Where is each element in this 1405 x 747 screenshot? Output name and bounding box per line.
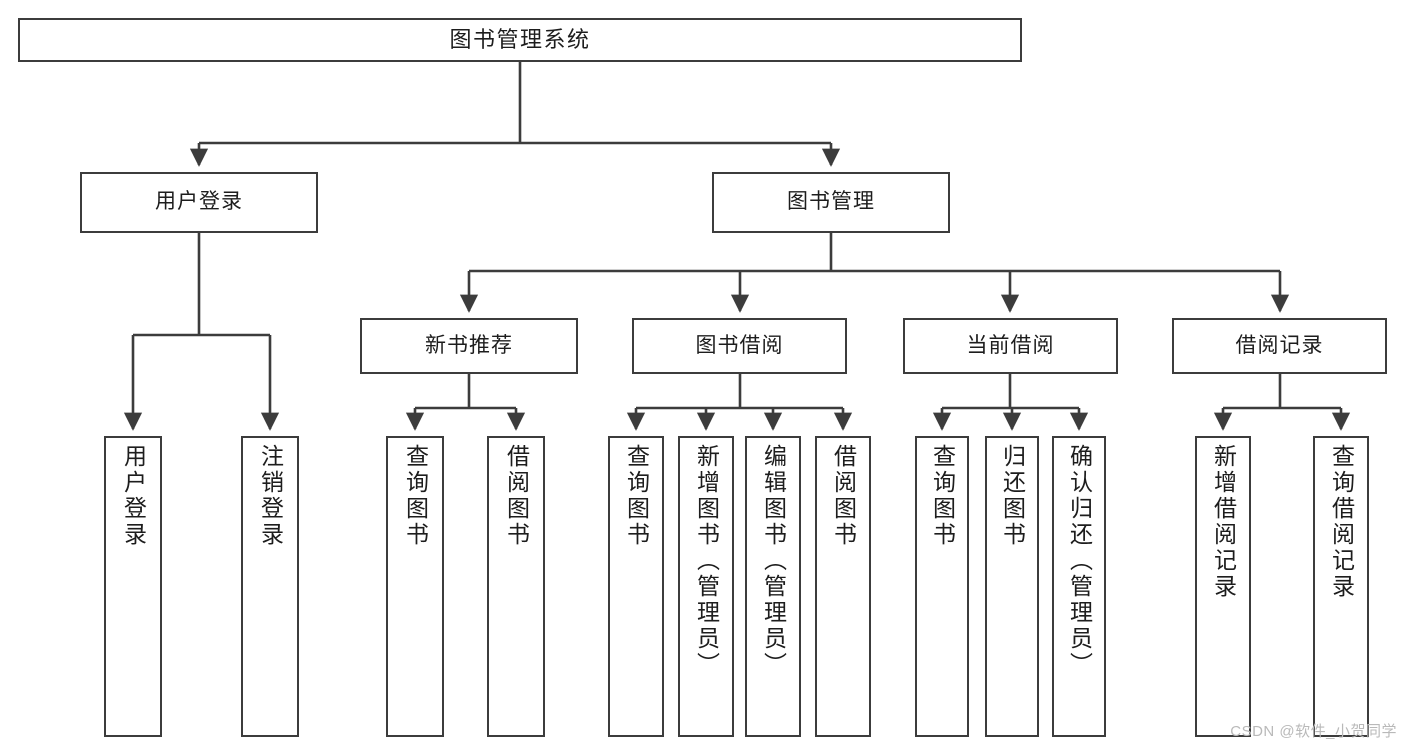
leaf-return-book-label: 归还图书 bbox=[999, 444, 1026, 548]
leaf-borrow-book-label: 借阅图书 bbox=[830, 444, 857, 548]
leaf-borrow-book-newbook[interactable]: 借阅图书 bbox=[487, 436, 545, 737]
node-user-login[interactable]: 用户登录 bbox=[80, 172, 318, 233]
leaf-edit-book-admin-label: 编辑图书（管理员） bbox=[760, 444, 787, 678]
node-user-login-label: 用户登录 bbox=[155, 190, 243, 214]
leaf-add-book-admin[interactable]: 新增图书（管理员） bbox=[678, 436, 734, 737]
leaf-query-book-borrow[interactable]: 查询图书 bbox=[608, 436, 664, 737]
leaf-borrow-book[interactable]: 借阅图书 bbox=[815, 436, 871, 737]
node-book-borrow[interactable]: 图书借阅 bbox=[632, 318, 847, 374]
leaf-query-book-current[interactable]: 查询图书 bbox=[915, 436, 969, 737]
node-root[interactable]: 图书管理系统 bbox=[18, 18, 1022, 62]
leaf-query-book-newbook-label: 查询图书 bbox=[402, 444, 429, 548]
node-current-borrow[interactable]: 当前借阅 bbox=[903, 318, 1118, 374]
leaf-user-login[interactable]: 用户登录 bbox=[104, 436, 162, 737]
leaf-edit-book-admin[interactable]: 编辑图书（管理员） bbox=[745, 436, 801, 737]
leaf-query-borrow-record-label: 查询借阅记录 bbox=[1328, 444, 1355, 600]
node-book-management[interactable]: 图书管理 bbox=[712, 172, 950, 233]
node-book-management-label: 图书管理 bbox=[787, 190, 875, 214]
leaf-add-borrow-record-label: 新增借阅记录 bbox=[1210, 444, 1237, 600]
leaf-logout[interactable]: 注销登录 bbox=[241, 436, 299, 737]
node-book-borrow-label: 图书借阅 bbox=[695, 333, 784, 357]
leaf-confirm-return-admin-label: 确认归还（管理员） bbox=[1066, 444, 1093, 678]
node-root-label: 图书管理系统 bbox=[449, 27, 591, 53]
leaf-query-borrow-record[interactable]: 查询借阅记录 bbox=[1313, 436, 1369, 737]
node-borrow-record-label: 借阅记录 bbox=[1235, 333, 1324, 357]
leaf-add-borrow-record[interactable]: 新增借阅记录 bbox=[1195, 436, 1251, 737]
node-new-book-recommend-label: 新书推荐 bbox=[425, 333, 513, 357]
leaf-query-book-newbook[interactable]: 查询图书 bbox=[386, 436, 444, 737]
node-new-book-recommend[interactable]: 新书推荐 bbox=[360, 318, 578, 374]
watermark: CSDN @软件_小贺同学 bbox=[1230, 723, 1397, 740]
leaf-query-book-current-label: 查询图书 bbox=[929, 444, 956, 548]
node-borrow-record[interactable]: 借阅记录 bbox=[1172, 318, 1387, 374]
leaf-user-login-label: 用户登录 bbox=[120, 444, 147, 548]
leaf-return-book[interactable]: 归还图书 bbox=[985, 436, 1039, 737]
leaf-borrow-book-newbook-label: 借阅图书 bbox=[503, 444, 530, 548]
leaf-query-book-borrow-label: 查询图书 bbox=[623, 444, 650, 548]
leaf-add-book-admin-label: 新增图书（管理员） bbox=[693, 444, 720, 678]
leaf-logout-label: 注销登录 bbox=[257, 444, 284, 548]
leaf-confirm-return-admin[interactable]: 确认归还（管理员） bbox=[1052, 436, 1106, 737]
node-current-borrow-label: 当前借阅 bbox=[966, 333, 1055, 357]
